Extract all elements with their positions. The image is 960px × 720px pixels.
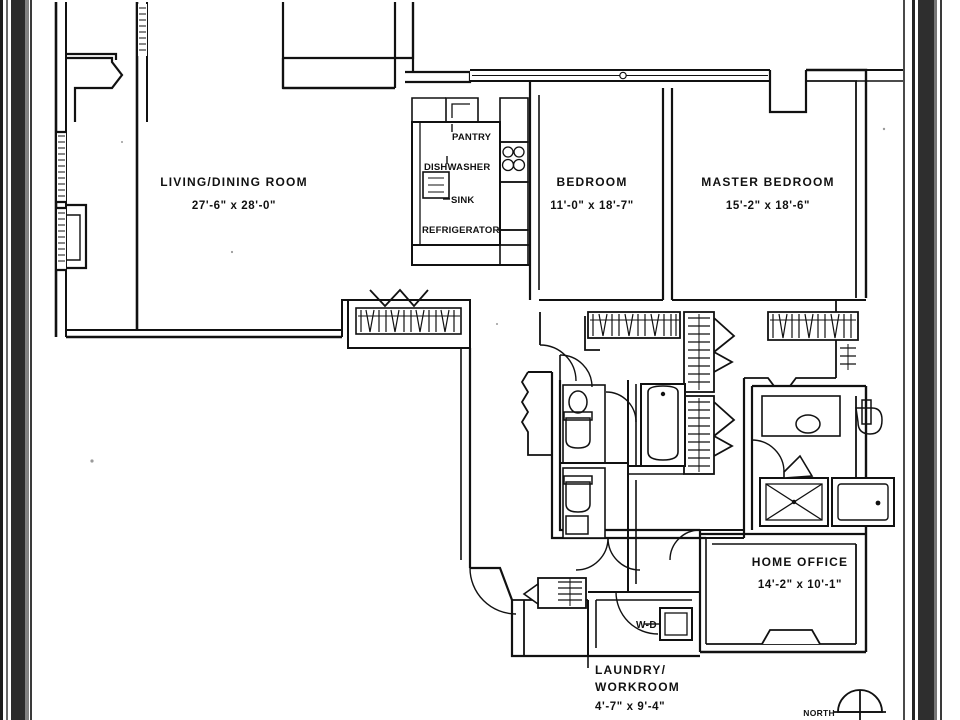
room-label-laundry-workroom-line2: WORKROOM (595, 680, 680, 694)
fixture-leader-lines (443, 124, 510, 231)
room-dimensions-living-dining: 27'-6" x 28'-0" (192, 200, 276, 212)
room-dimensions-laundry-workroom: 4'-7" x 9'-4" (595, 701, 665, 713)
fixture-label-sink: SINK (451, 195, 475, 206)
wall-structure (54, 2, 903, 668)
room-label-bedroom: BEDROOM (556, 175, 627, 189)
fixture-label-pantry: PANTRY (452, 132, 492, 143)
north-compass: NORTH (803, 689, 886, 720)
scan-edge-right (903, 0, 942, 720)
room-label-living-dining: LIVING/DINING ROOM (160, 175, 308, 189)
room-dimensions-bedroom: 11'-0" x 18'-7" (550, 200, 634, 212)
fixture-label-refrigerator: REFRIGERATOR (422, 225, 500, 236)
room-label-home-office: HOME OFFICE (752, 555, 849, 569)
north-label: NORTH (803, 708, 835, 718)
scan-speckle (90, 127, 886, 463)
fixture-label-washer-dryer: W-D (636, 620, 657, 631)
fixture-label-dishwasher: DISHWASHER (424, 162, 490, 173)
room-dimensions-master-bedroom: 15'-2" x 18'-6" (726, 200, 810, 212)
room-label-master-bedroom: MASTER BEDROOM (701, 175, 834, 189)
room-label-laundry-workroom-line1: LAUNDRY/ (595, 663, 666, 677)
scan-edge-left (0, 0, 32, 720)
room-dimensions-home-office: 14'-2" x 10'-1" (758, 579, 842, 591)
